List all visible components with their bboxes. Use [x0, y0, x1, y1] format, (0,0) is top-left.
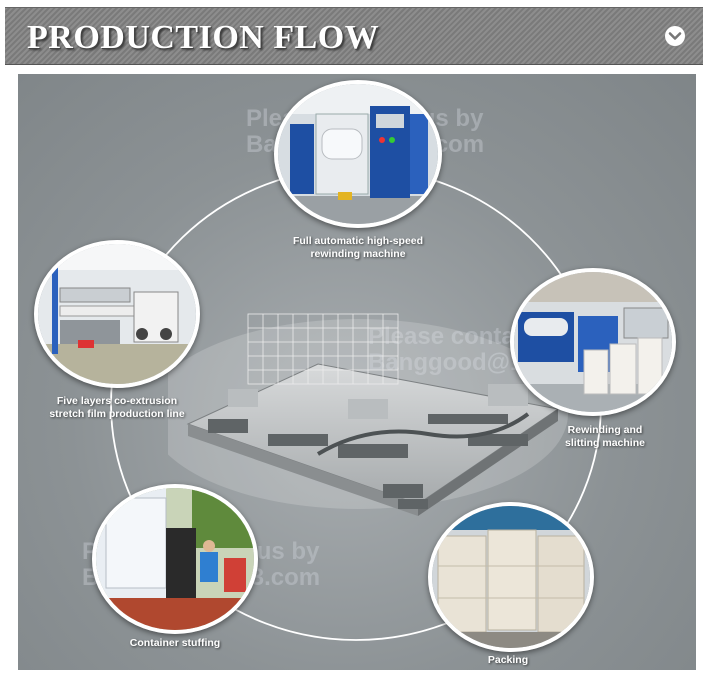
photo-coextrusion-line — [34, 240, 200, 388]
caption-container-stuffing: Container stuffing — [129, 637, 221, 649]
page-title: PRODUCTION FLOW — [27, 19, 380, 56]
caption-coextrusion-line: Five layers co-extrusion stretch film pr… — [49, 395, 185, 420]
collapse-button[interactable] — [665, 26, 685, 46]
caption-rewinding-machine: Full automatic high-speed rewinding mach… — [292, 235, 424, 260]
production-flow-panel: Please contact us by Banggood@163.com Pl… — [18, 74, 696, 670]
photo-container-stuffing — [92, 484, 258, 634]
factory-illustration — [168, 313, 568, 516]
caption-packing: Packing — [487, 654, 529, 666]
photo-packing — [428, 502, 594, 652]
photo-slitting-machine — [510, 268, 676, 416]
chevron-down-icon — [668, 32, 682, 40]
section-header: PRODUCTION FLOW — [5, 7, 703, 65]
caption-slitting-machine: Rewinding and slitting machine — [565, 424, 645, 449]
photo-rewinding-machine — [274, 80, 442, 228]
